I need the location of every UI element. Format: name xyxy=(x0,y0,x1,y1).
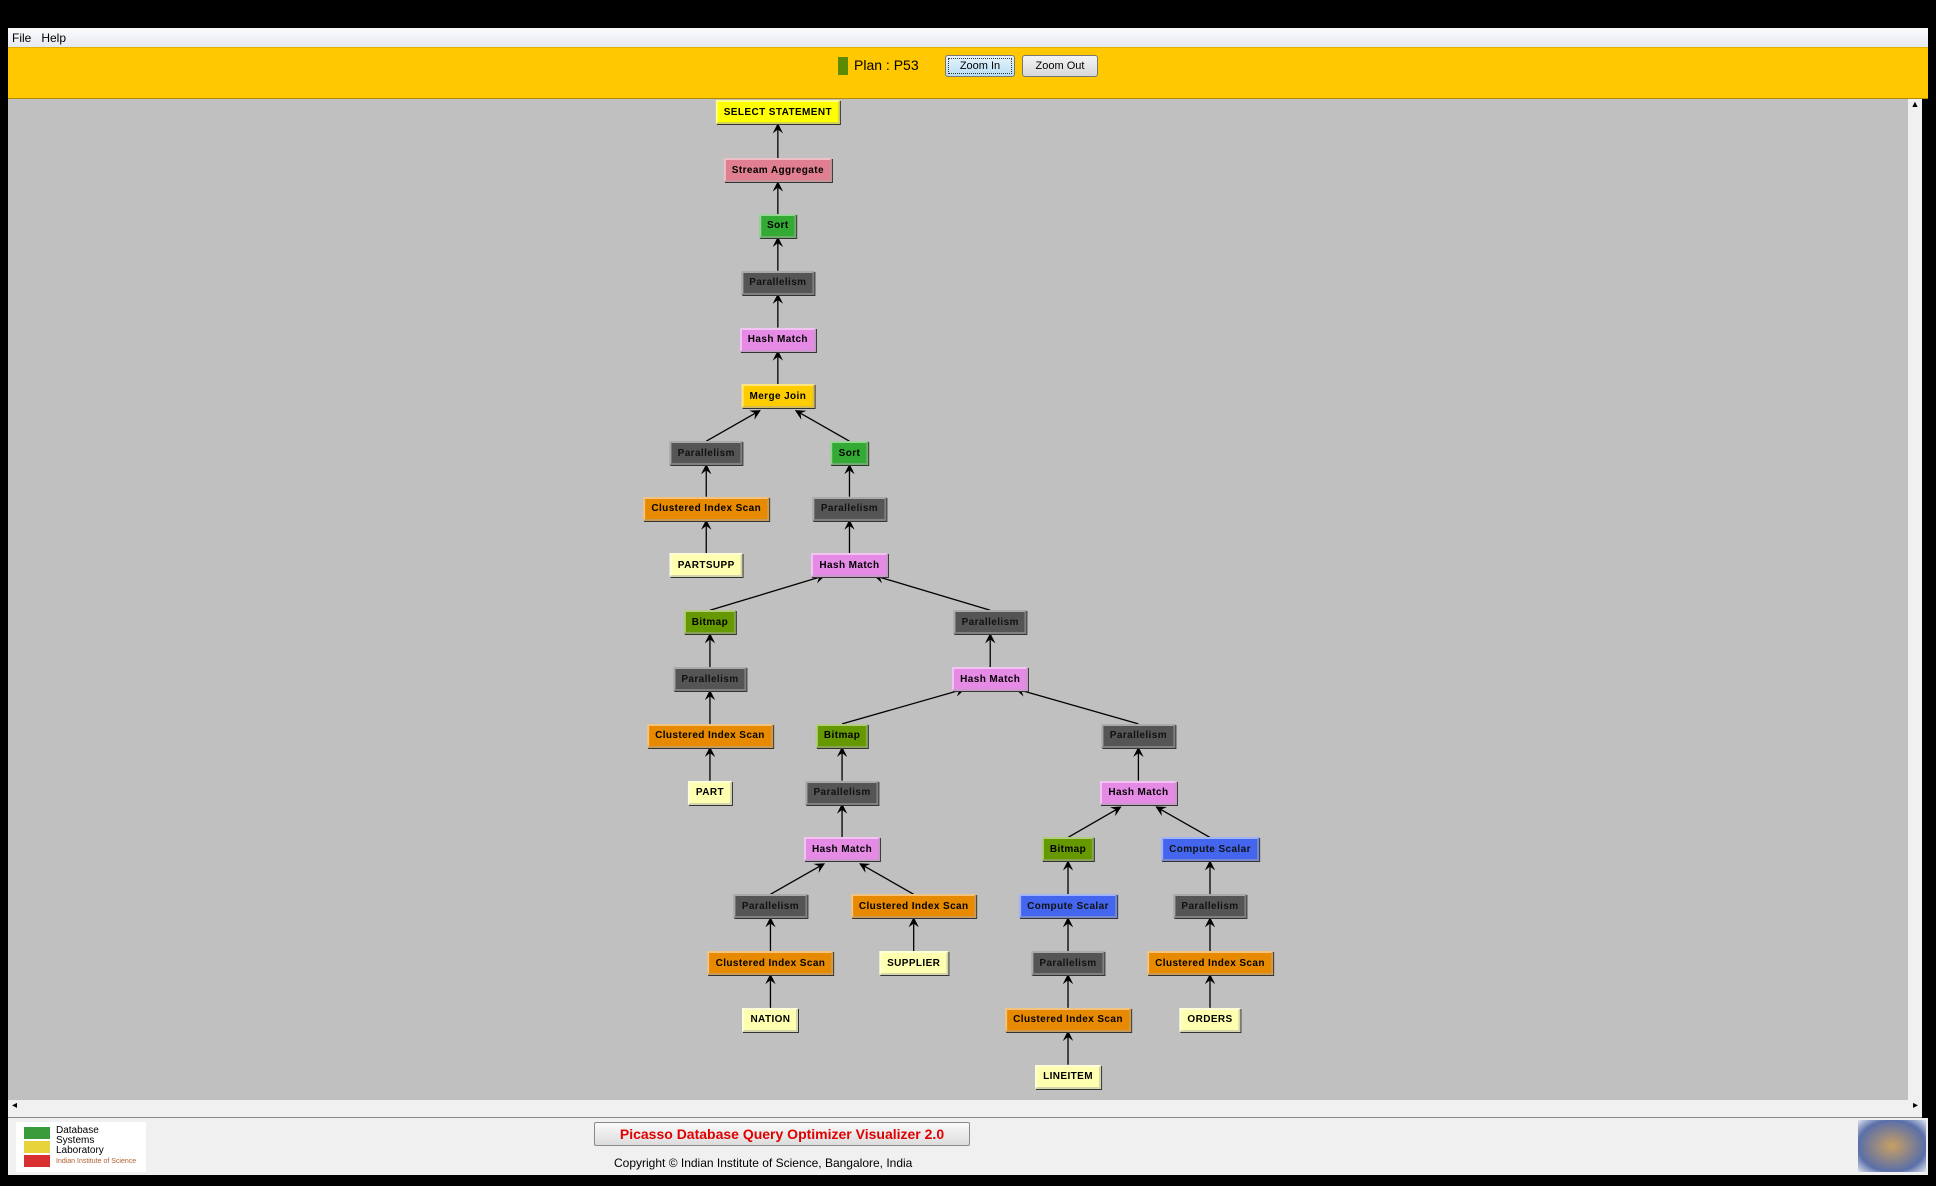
plan-node-scan[interactable]: Clustered Index Scan xyxy=(647,723,773,748)
plan-node-sort[interactable]: Sort xyxy=(830,441,869,466)
plan-node-scan[interactable]: Clustered Index Scan xyxy=(850,894,977,919)
plan-node-scan[interactable]: Clustered Index Scan xyxy=(1147,951,1273,976)
plan-label: Plan : P53 xyxy=(854,57,919,73)
menu-help[interactable]: Help xyxy=(41,30,67,45)
plan-node-hash[interactable]: Hash Match xyxy=(804,837,881,862)
plan-node-parallel[interactable]: Parallelism xyxy=(1173,894,1247,919)
plan-edge xyxy=(705,410,761,442)
plan-node-bitmap[interactable]: Bitmap xyxy=(1041,837,1095,862)
plan-edge xyxy=(770,863,826,895)
plan-node-parallel[interactable]: Parallelism xyxy=(953,610,1027,635)
plan-node-hash[interactable]: Hash Match xyxy=(739,327,816,352)
plan-edges xyxy=(701,123,1216,1065)
plan-node-table[interactable]: SUPPLIER xyxy=(879,951,949,976)
plan-node-table[interactable]: PART xyxy=(687,780,732,805)
plan-edge xyxy=(1014,686,1139,725)
plan-node-table[interactable]: ORDERS xyxy=(1179,1007,1241,1032)
horizontal-scrollbar[interactable]: ◂▸ xyxy=(8,1100,1922,1118)
plan-node-parallel[interactable]: Parallelism xyxy=(669,441,743,466)
plan-edge xyxy=(873,573,991,611)
menu-file[interactable]: File xyxy=(12,30,32,45)
plan-node-merge[interactable]: Merge Join xyxy=(741,384,815,409)
plan-node-table[interactable]: NATION xyxy=(742,1007,799,1032)
plan-color-swatch xyxy=(838,57,848,75)
vertical-scrollbar[interactable]: ▲ xyxy=(1908,99,1922,1100)
plan-node-table[interactable]: PARTSUPP xyxy=(669,553,743,578)
plan-node-compute[interactable]: Compute Scalar xyxy=(1019,894,1117,919)
plan-node-parallel[interactable]: Parallelism xyxy=(733,894,808,919)
plan-node-hash[interactable]: Hash Match xyxy=(1100,780,1177,805)
plan-node-parallel[interactable]: Parallelism xyxy=(741,270,815,295)
plan-node-parallel[interactable]: Parallelism xyxy=(805,780,879,805)
plan-node-parallel[interactable]: Parallelism xyxy=(812,496,887,521)
plan-node-sort[interactable]: Sort xyxy=(759,213,797,238)
plan-node-parallel[interactable]: Parallelism xyxy=(1031,951,1105,976)
plan-node-parallel[interactable]: Parallelism xyxy=(673,667,747,692)
plan-node-scan[interactable]: Clustered Index Scan xyxy=(707,951,834,976)
app-title-button[interactable]: Picasso Database Query Optimizer Visuali… xyxy=(594,1122,970,1146)
menu-bar: File Help xyxy=(8,28,1928,47)
plan-node-scan[interactable]: Clustered Index Scan xyxy=(643,496,770,521)
plan-edge xyxy=(709,573,826,611)
plan-node-bitmap[interactable]: Bitmap xyxy=(683,610,737,635)
plan-node-scan[interactable]: Clustered Index Scan xyxy=(1005,1007,1131,1032)
plan-node-select[interactable]: SELECT STATEMENT xyxy=(715,100,840,125)
zoom-out-button[interactable]: Zoom Out xyxy=(1022,55,1098,77)
plan-node-stream[interactable]: Stream Aggregate xyxy=(723,158,832,183)
copyright-text: Copyright © Indian Institute of Science,… xyxy=(614,1156,913,1170)
toolbar: Plan : P53 Zoom In Zoom Out xyxy=(8,47,1928,99)
plan-node-hash[interactable]: Hash Match xyxy=(952,667,1029,692)
plan-node-hash[interactable]: Hash Match xyxy=(811,553,888,578)
plan-edge xyxy=(1067,806,1122,839)
plan-edge xyxy=(1155,806,1211,839)
plan-edge xyxy=(794,410,850,442)
zoom-in-button[interactable]: Zoom In xyxy=(945,55,1015,77)
plan-edge xyxy=(859,863,914,895)
iisc-emblem-logo xyxy=(1858,1120,1926,1172)
plan-node-bitmap[interactable]: Bitmap xyxy=(815,723,869,748)
plan-node-table[interactable]: LINEITEM xyxy=(1035,1064,1101,1089)
plan-edge xyxy=(841,686,966,725)
plan-node-compute[interactable]: Compute Scalar xyxy=(1161,837,1259,862)
plan-node-parallel[interactable]: Parallelism xyxy=(1101,723,1175,748)
